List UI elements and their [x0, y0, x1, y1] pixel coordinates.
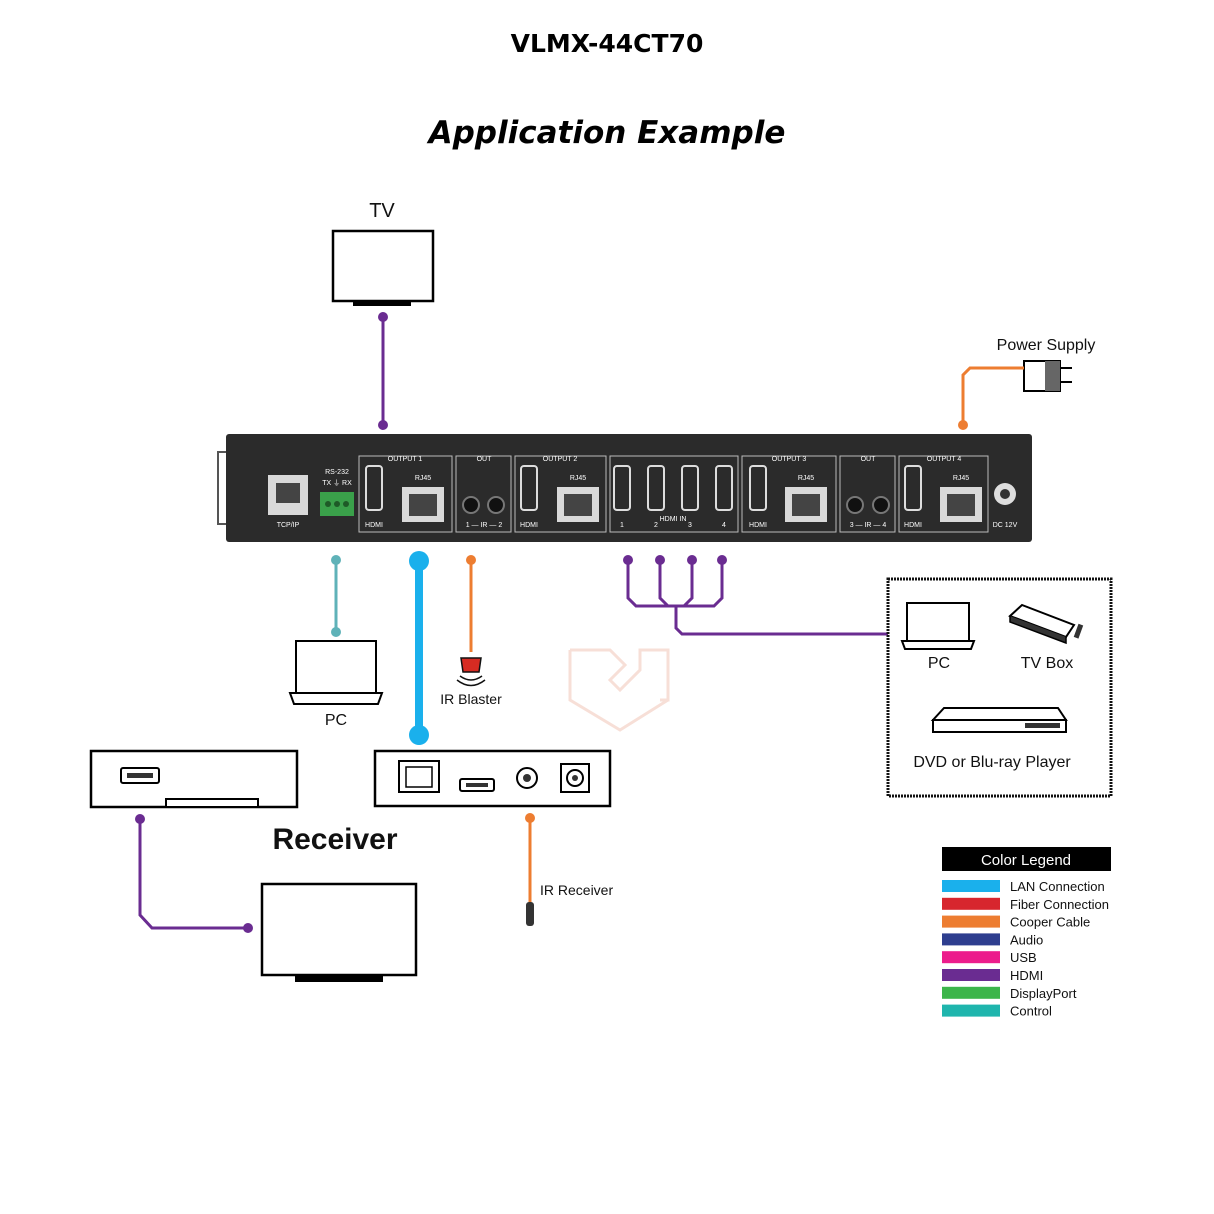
legend-label: Control — [1010, 1004, 1052, 1019]
power-cable — [961, 366, 1024, 425]
tv-box-icon — [1008, 603, 1084, 645]
legend-swatch — [942, 897, 1000, 910]
output2-hdmi-port[interactable] — [520, 465, 538, 511]
ir-blaster-label: IR Blaster — [440, 691, 502, 707]
output4-rj45-label: RJ45 — [953, 475, 969, 482]
legend-swatch — [942, 933, 1000, 946]
legend-label: USB — [1010, 950, 1037, 965]
legend-swatch — [942, 1004, 1000, 1017]
hdmi-in-label: HDMI IN — [660, 516, 687, 523]
rs232-pins-label: TX ⏚ RX — [322, 479, 352, 487]
output3-hdmi-port[interactable] — [749, 465, 767, 511]
receiver-label: Receiver — [272, 823, 397, 856]
cable-dot — [243, 923, 253, 933]
laptop-icon — [900, 602, 976, 650]
source-tvbox-label: TV Box — [1021, 655, 1073, 672]
ir1-jack[interactable] — [462, 496, 480, 514]
hdmi-input-cables — [623, 555, 888, 636]
legend-swatch — [942, 951, 1000, 964]
cable-dot — [135, 814, 145, 824]
legend-label: Audio — [1010, 932, 1043, 947]
output3-rj45-label: RJ45 — [798, 475, 814, 482]
rs232-label: RS-232 — [325, 469, 349, 476]
hdmi-in4-port[interactable] — [715, 465, 733, 511]
output4-label: OUTPUT 4 — [927, 456, 962, 463]
out12-label: OUT — [477, 456, 493, 463]
watermark-logo — [568, 648, 670, 732]
tv-bottom-icon — [260, 882, 418, 982]
legend-swatch — [942, 986, 1000, 999]
cable-dot — [331, 627, 341, 637]
output4-hdmi-label: HDMI — [904, 522, 922, 529]
hdmi-in3-label: 3 — [688, 522, 692, 529]
source-pc-label: PC — [928, 655, 950, 672]
hdmi-in2-label: 2 — [654, 522, 658, 529]
output4-hdmi-port[interactable] — [904, 465, 922, 511]
cable-dot — [378, 312, 388, 322]
legend-swatch — [942, 969, 1000, 981]
pc-left-label: PC — [325, 712, 347, 729]
hdmi-in1-port[interactable] — [613, 465, 631, 511]
ir4-jack[interactable] — [872, 496, 890, 514]
matrix-switch-panel: TCP/IP RS-232 TX ⏚ RX OUTPUT 1 HDMI RJ45… — [217, 434, 1032, 542]
legend-title: Color Legend — [981, 852, 1071, 869]
legend-swatch — [942, 915, 1000, 928]
tv-top-label: TV — [369, 200, 395, 222]
cable-dot — [378, 420, 388, 430]
legend-label: Cooper Cable — [1010, 915, 1090, 930]
output1-hdmi-label: HDMI — [365, 522, 383, 529]
ir2-jack[interactable] — [487, 496, 505, 514]
out34-label: OUT — [861, 456, 877, 463]
receiver-ports-box — [373, 749, 612, 808]
laptop-icon — [288, 640, 384, 705]
ir-receiver-label: IR Receiver — [540, 882, 613, 898]
ir-blaster-icon — [456, 657, 486, 687]
cable-dot — [525, 813, 535, 823]
output3-hdmi-label: HDMI — [749, 522, 767, 529]
legend-swatch — [942, 880, 1000, 892]
hdmi-in1-label: 1 — [620, 522, 624, 529]
cable-dot — [409, 551, 429, 571]
power-plug-icon — [1023, 360, 1072, 392]
cable-dot — [958, 420, 968, 430]
page-subtitle: Application Example — [426, 115, 786, 151]
hdmi-in2-port[interactable] — [647, 465, 665, 511]
legend-label: HDMI — [1010, 968, 1043, 983]
legend-label: DisplayPort — [1010, 986, 1077, 1001]
receiver-hdmi-box — [89, 749, 299, 809]
cable-dot — [466, 555, 476, 565]
hdmi-in3-port[interactable] — [681, 465, 699, 511]
legend-label: Fiber Connection — [1010, 897, 1109, 912]
output1-rj45-label: RJ45 — [415, 475, 431, 482]
output2-label: OUTPUT 2 — [543, 456, 578, 463]
output1-hdmi-port[interactable] — [365, 465, 383, 511]
output1-label: OUTPUT 1 — [388, 456, 423, 463]
output2-rj45-label: RJ45 — [570, 475, 586, 482]
source-dvd-label: DVD or Blu-ray Player — [913, 754, 1071, 771]
output2-hdmi-label: HDMI — [520, 522, 538, 529]
tv-top-icon — [331, 229, 435, 306]
dc-label: DC 12V — [993, 522, 1018, 529]
ir-receiver-icon — [526, 902, 534, 926]
dvd-player-icon — [930, 707, 1068, 733]
cable-dot — [409, 725, 429, 745]
model-title: VLMX-44CT70 — [511, 29, 704, 58]
ir3-jack[interactable] — [846, 496, 864, 514]
output3-label: OUTPUT 3 — [772, 456, 807, 463]
power-supply-label: Power Supply — [997, 337, 1096, 354]
hdmi-cable-receiver-tv — [138, 819, 248, 930]
tcpip-label: TCP/IP — [277, 522, 300, 529]
ir12-label: 1 — IR — 2 — [466, 522, 503, 529]
hdmi-in4-label: 4 — [722, 522, 726, 529]
legend-label: LAN Connection — [1010, 879, 1105, 894]
ir34-label: 3 — IR — 4 — [850, 522, 887, 529]
cable-dot — [331, 555, 341, 565]
